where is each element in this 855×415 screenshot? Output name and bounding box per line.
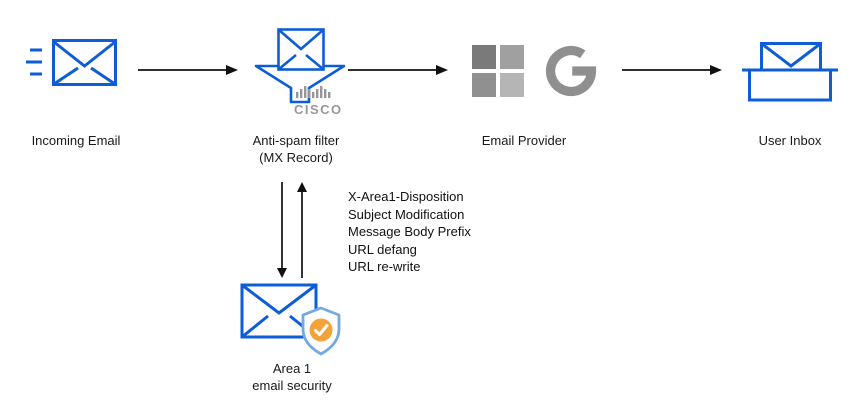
email-provider-label: Email Provider (481, 133, 567, 148)
disposition-annotations: X-Area1-Disposition Subject Modification… (348, 188, 558, 276)
area1-label-line1: Area 1 (272, 361, 312, 376)
incoming-email-label: Incoming Email (31, 133, 121, 148)
flow-arrow-icon (138, 62, 238, 78)
annotation-line: Subject Modification (348, 206, 465, 222)
annotation-line: URL re-write (348, 259, 421, 274)
user-inbox-icon (742, 40, 838, 104)
anti-spam-label: Anti-spam filter (MX Record) (224, 132, 368, 166)
cisco-logo-text: CISCO (294, 102, 343, 117)
email-provider-logos (472, 40, 602, 102)
area1-label: Area 1 email security (222, 360, 362, 394)
cisco-logo: CISCO (294, 86, 343, 117)
anti-spam-label-line2: (MX Record) (259, 150, 333, 165)
area1-shield-envelope-icon (240, 283, 344, 371)
flow-arrow-icon (622, 62, 722, 78)
anti-spam-funnel-icon: CISCO (252, 24, 348, 120)
user-inbox-label: User Inbox (758, 133, 822, 148)
area1-label-line2: email security (252, 378, 332, 393)
flow-arrow-icon (348, 62, 448, 78)
annotation-line: X-Area1-Disposition (348, 189, 464, 204)
anti-spam-label-line1: Anti-spam filter (252, 133, 340, 148)
incoming-email-icon (26, 36, 118, 88)
annotation-line: Message Body Prefix (348, 224, 471, 239)
shield-check-icon (301, 306, 341, 356)
annotation-line: URL defang (348, 241, 417, 257)
microsoft-logo (472, 45, 524, 97)
google-logo (545, 45, 597, 97)
two-way-arrows-icon (272, 182, 312, 278)
